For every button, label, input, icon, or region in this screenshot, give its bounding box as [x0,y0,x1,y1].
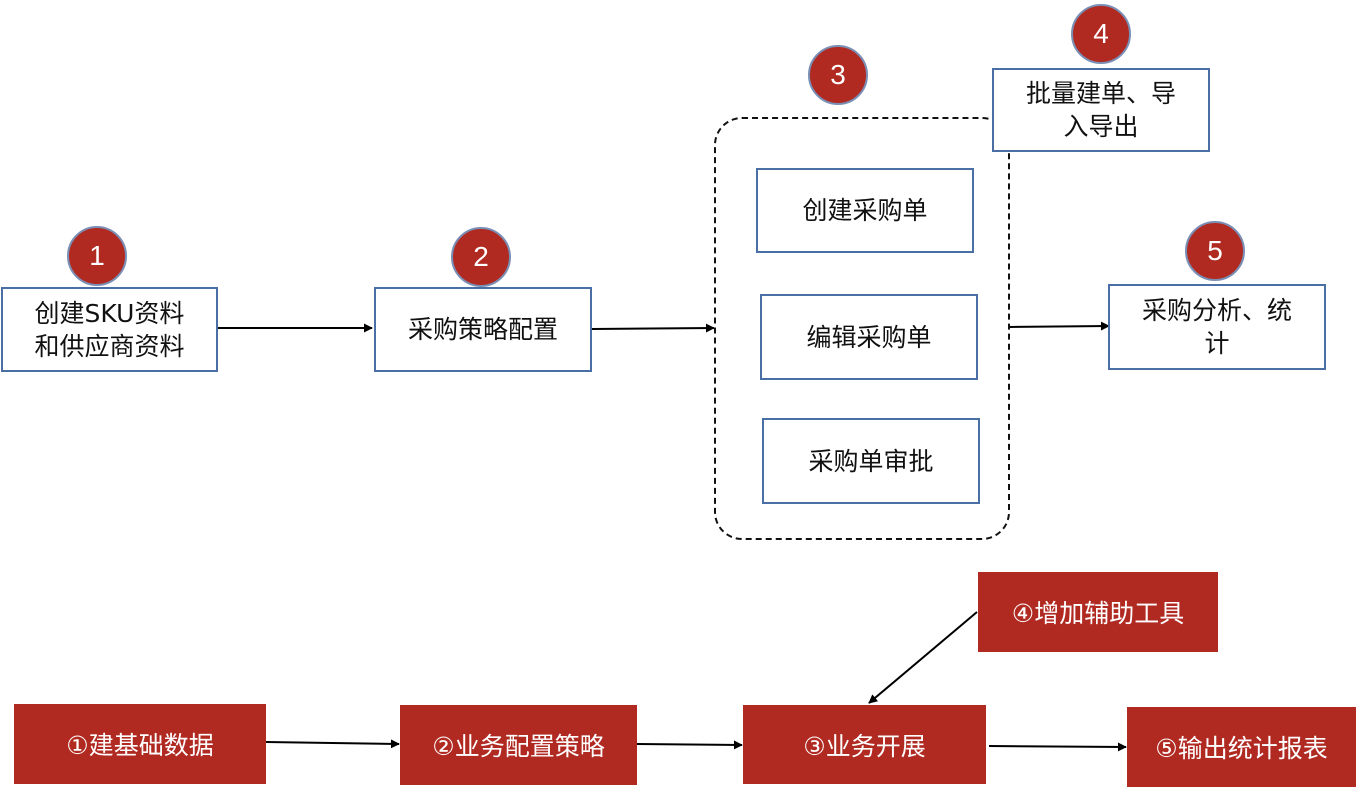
arrow-b1-to-b2 [265,739,400,749]
step3-item-create: 创建采购单 [756,168,974,253]
step5-line2: 计 [1204,329,1230,358]
bottom-step1-label: ①建基础数据 [66,731,214,760]
step3-badge: 3 [808,45,868,105]
step2-label: 采购策略配置 [407,315,558,344]
bottom-step2-label: ②业务配置策略 [432,732,605,761]
step3-item-approve: 采购单审批 [762,418,980,504]
arrow-b2-to-b3 [636,740,743,750]
step4-box: 批量建单、导 入导出 [992,68,1210,152]
step3-item-edit: 编辑采购单 [760,294,978,380]
step2-box: 采购策略配置 [374,287,592,372]
step1-badge: 1 [67,226,127,286]
bottom-step3-label: ③业务开展 [803,731,926,761]
step5-line1: 采购分析、统 [1141,296,1292,325]
step4-line1: 批量建单、导 [1025,79,1176,108]
arrow-b4-to-b3 [868,611,978,704]
step4-line2: 入导出 [1063,112,1139,141]
step3-item-edit-label: 编辑采购单 [806,322,932,352]
step2-badge: 2 [451,227,511,287]
bottom-step4-label: ④增加辅助工具 [1011,599,1185,628]
bottom-step2-box: ②业务配置策略 [400,705,637,785]
step3-group [714,117,1010,540]
step5-box: 采购分析、统 计 [1108,284,1326,370]
step1-line2: 和供应商资料 [34,331,185,361]
bottom-step1-box: ①建基础数据 [14,704,266,784]
bottom-step5-box: ⑤输出统计报表 [1127,707,1356,787]
step3-item-approve-label: 采购单审批 [808,446,934,476]
step4-badge: 4 [1071,4,1131,64]
step1-box: 创建SKU资料 和供应商资料 [1,287,218,372]
arrow-2-to-3 [591,323,715,333]
step3-item-create-label: 创建采购单 [802,196,928,225]
step5-badge: 5 [1185,221,1245,281]
arrow-b3-to-b5 [988,742,1127,752]
bottom-step4-box: ④增加辅助工具 [978,572,1218,652]
arrow-3-to-5 [1008,321,1110,331]
bottom-step3-box: ③业务开展 [743,705,986,784]
bottom-step5-label: ⑤输出统计报表 [1155,734,1328,763]
step1-line1: 创建SKU资料 [34,298,185,328]
